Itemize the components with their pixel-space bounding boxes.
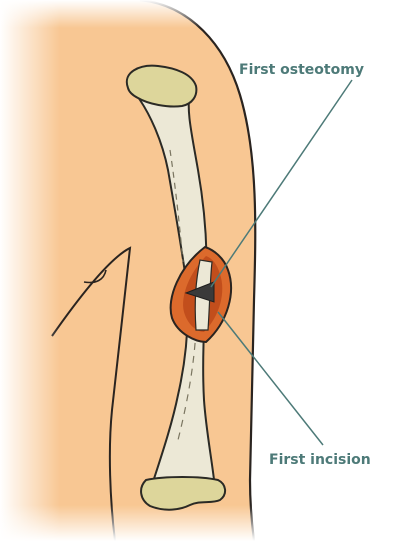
label-first-osteotomy: First osteotomy xyxy=(239,62,364,78)
label-first-incision: First incision xyxy=(269,452,371,468)
